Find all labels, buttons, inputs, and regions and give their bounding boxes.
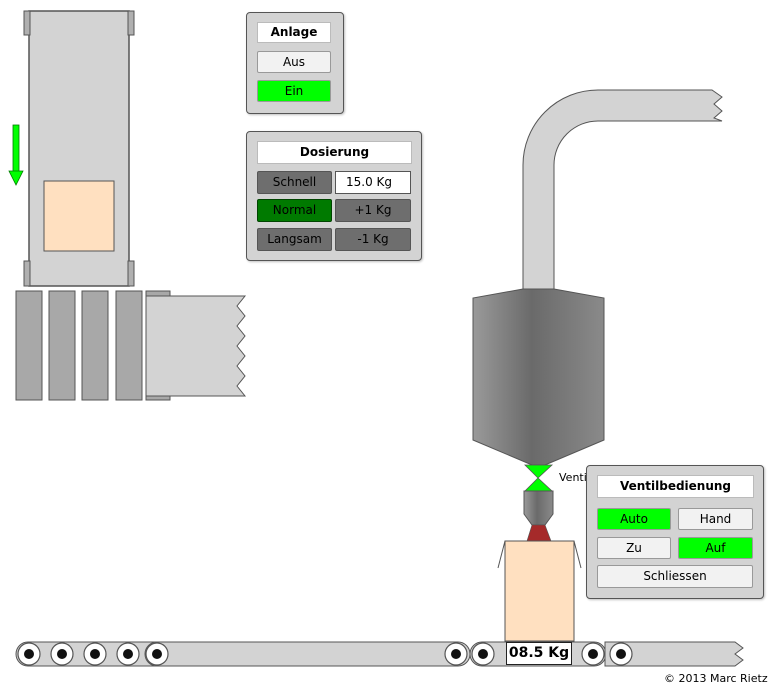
anlage-off-button[interactable]: Aus: [257, 51, 331, 73]
dosierung-title: Dosierung: [257, 141, 412, 164]
speed-normal-button[interactable]: Normal: [257, 199, 332, 222]
valve-auto-button[interactable]: Auto: [597, 508, 671, 530]
dose-plus-button[interactable]: +1 Kg: [335, 199, 411, 222]
anlage-panel: Anlage Aus Ein: [246, 12, 344, 114]
valve-label: Ventil: [559, 471, 590, 484]
bottom-conveyor: [15, 641, 744, 667]
valve-close-button[interactable]: Zu: [597, 537, 671, 559]
ventil-title: Ventilbedienung: [597, 475, 754, 498]
hopper: [472, 288, 605, 466]
feed-pipe: [522, 89, 723, 291]
anlage-on-button[interactable]: Ein: [257, 80, 331, 102]
down-arrow-icon: [8, 124, 24, 186]
valve-hand-button[interactable]: Hand: [678, 508, 753, 530]
valve: [524, 464, 554, 492]
ventil-panel: Ventilbedienung Auto Hand Zu Auf Schlies…: [586, 465, 764, 599]
anlage-title: Anlage: [257, 22, 331, 43]
roller-stack: [15, 290, 247, 401]
fill-box: [497, 540, 582, 642]
speed-slow-button[interactable]: Langsam: [257, 228, 332, 251]
dosierung-panel: Dosierung Schnell 15.0 Kg Normal +1 Kg L…: [246, 131, 422, 261]
dose-minus-button[interactable]: -1 Kg: [335, 228, 411, 251]
dose-value-field[interactable]: 15.0 Kg: [335, 171, 411, 194]
chute-box: [43, 180, 115, 252]
valve-open-button[interactable]: Auf: [678, 537, 753, 559]
nozzle: [523, 490, 554, 542]
speed-fast-button[interactable]: Schnell: [257, 171, 332, 194]
weight-display: 08.5 Kg: [506, 642, 572, 665]
copyright-text: © 2013 Marc Rietz: [664, 672, 768, 685]
vertical-chute: [23, 10, 135, 287]
valve-shut-button[interactable]: Schliessen: [597, 565, 753, 588]
